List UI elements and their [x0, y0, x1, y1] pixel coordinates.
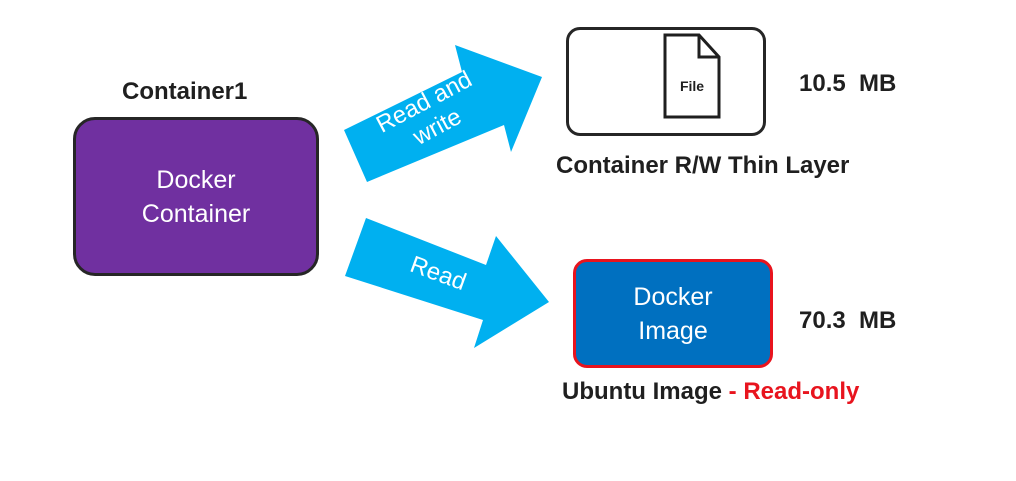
docker-image-size: 70.3 MB	[799, 307, 897, 334]
docker-image-label-line1: Docker	[633, 282, 713, 311]
docker-image-caption-name: Ubuntu Image	[562, 378, 722, 405]
docker-image-caption: Ubuntu Image - Read-only	[562, 378, 859, 406]
docker-container-box: Docker Container	[73, 117, 319, 276]
docker-container-label-line2: Container	[141, 199, 251, 228]
docker-image-label-line2: Image	[638, 316, 708, 345]
thin-layer-size: 10.5 MB	[799, 70, 897, 97]
container-title: Container1	[122, 78, 248, 105]
read-write-arrow	[344, 45, 542, 182]
docker-container-label-line1: Docker	[156, 165, 236, 194]
file-icon	[663, 33, 721, 119]
thin-layer-caption: Container R/W Thin Layer	[556, 152, 850, 179]
read-arrow	[345, 218, 549, 348]
docker-image-box: Docker Image	[573, 259, 773, 368]
file-icon-label: File	[679, 78, 705, 94]
docker-image-caption-mode: - Read-only	[722, 378, 860, 405]
